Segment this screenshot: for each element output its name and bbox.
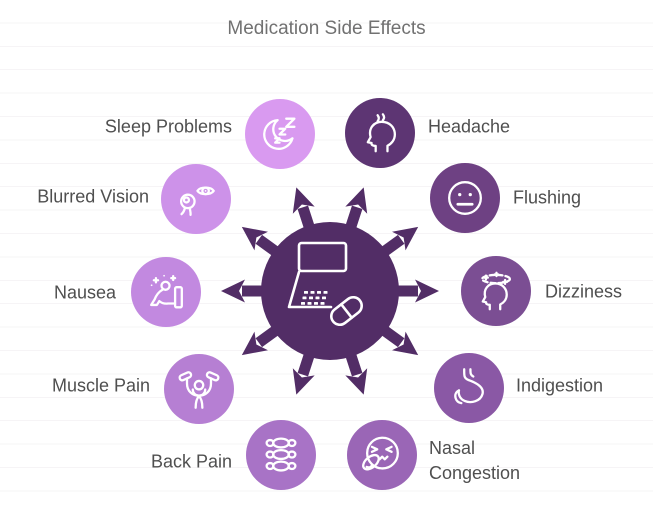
node-nausea <box>131 257 201 327</box>
label-blurred-vision: Blurred Vision <box>37 186 149 207</box>
label-sleep-problems: Sleep Problems <box>104 116 232 137</box>
label-headache: Headache <box>428 116 511 137</box>
neutral-face-icon <box>448 181 482 215</box>
stomach-icon <box>454 368 484 405</box>
dizzy-head-icon <box>480 271 512 311</box>
label-flushing: Flushing <box>513 187 582 208</box>
headache-head-icon <box>366 113 397 153</box>
node-flushing <box>430 163 500 233</box>
node-headache <box>345 98 415 168</box>
central-hub <box>221 187 439 395</box>
hub-circle <box>261 222 399 360</box>
label-nausea: Nausea <box>53 282 116 303</box>
vomit-icon <box>149 274 183 309</box>
page-title: Medication Side Effects <box>227 18 426 39</box>
label-dizziness: Dizziness <box>545 281 623 302</box>
node-sleep-problems <box>245 99 315 169</box>
node-nasal-congestion <box>347 420 417 490</box>
label-muscle-pain: Muscle Pain <box>51 375 150 396</box>
node-back-pain <box>246 420 316 490</box>
laptop-pill-icon <box>287 241 363 327</box>
node-muscle-pain <box>164 354 234 424</box>
spine-icon <box>265 437 297 472</box>
moon-zzz-icon <box>263 117 296 150</box>
node-indigestion <box>434 353 504 423</box>
sneeze-face-icon <box>362 436 399 471</box>
node-dizziness <box>461 256 531 326</box>
label-back-pain: Back Pain <box>150 451 232 472</box>
label-nasal-congestion: Nasal Congestion <box>429 438 521 483</box>
eye-icon <box>179 186 215 216</box>
node-blurred-vision <box>161 164 231 234</box>
dumbbell-lift-icon <box>178 371 220 409</box>
label-indigestion: Indigestion <box>516 375 604 396</box>
